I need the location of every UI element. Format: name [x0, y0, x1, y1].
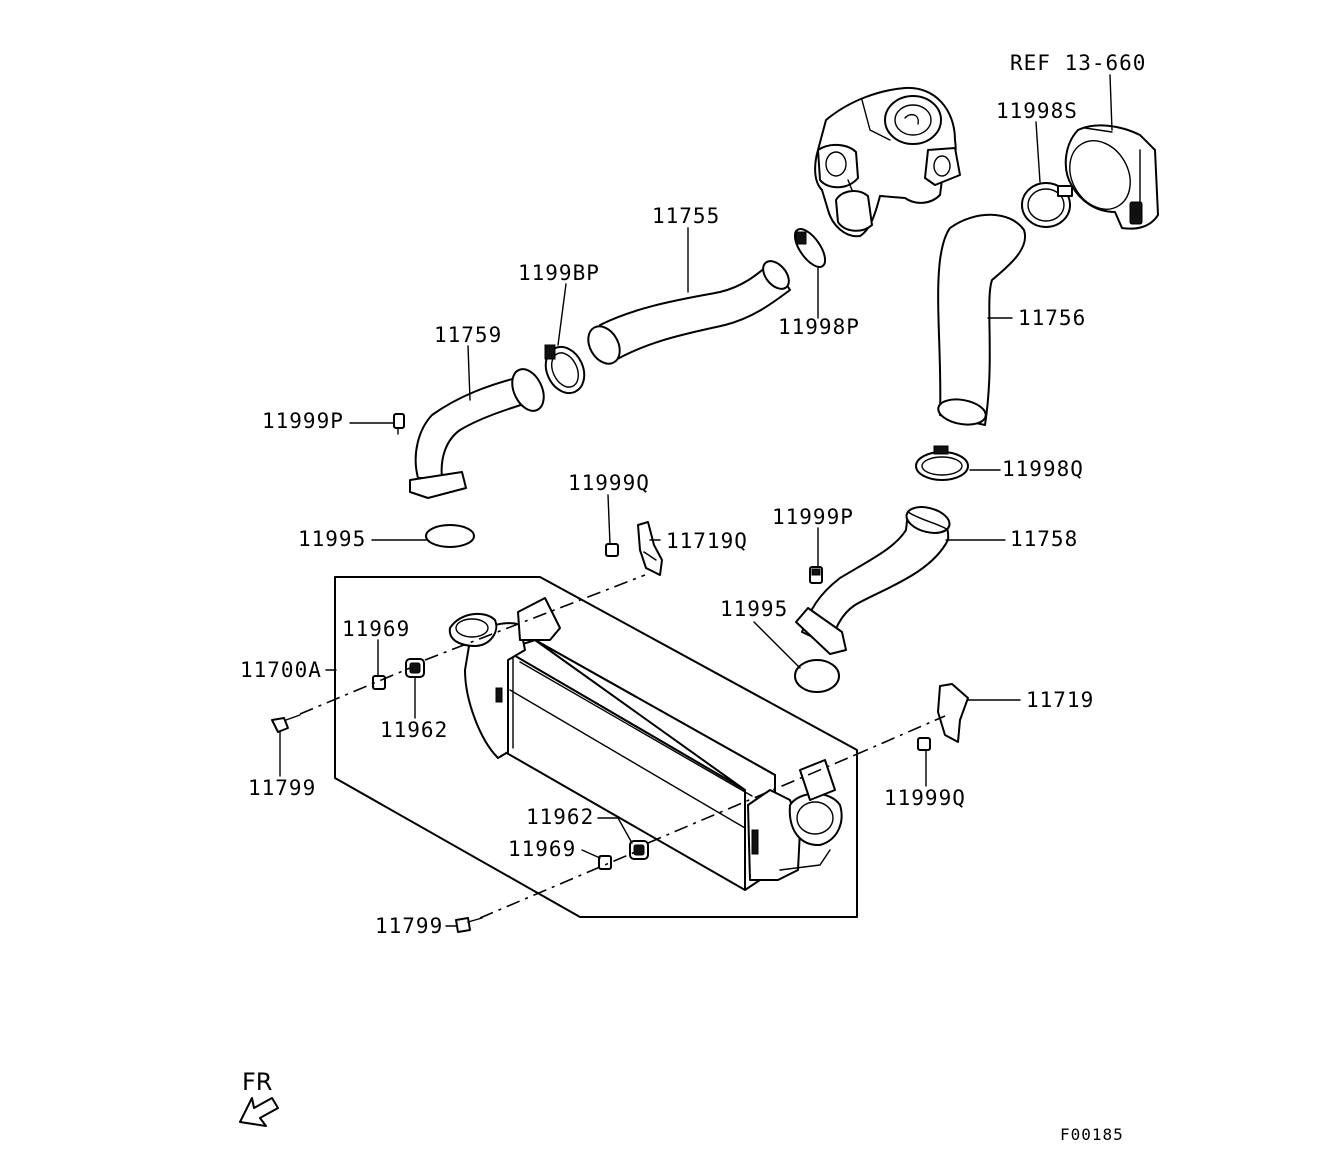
clamp-11998P-right	[793, 228, 827, 268]
bolt-11999Q-bottom	[917, 737, 931, 751]
bracket-11719	[937, 683, 969, 743]
label-11799-left: 11799	[248, 776, 316, 800]
clip-11999P-mid	[809, 566, 823, 584]
leader-lines	[279, 74, 1113, 927]
clamp-11998P-left	[544, 344, 586, 395]
label-front-direction: FR	[242, 1068, 272, 1096]
label-11758: 11758	[1010, 527, 1078, 551]
grommet-11962-top	[405, 658, 425, 678]
intercooler-core	[448, 597, 843, 891]
label-11999Q-bottom: 11999Q	[884, 786, 966, 810]
label-diagram-code: F00185	[1060, 1125, 1124, 1144]
label-11969-bottom: 11969	[508, 837, 576, 861]
front-direction-arrow-icon	[239, 1097, 279, 1127]
pipe-11759	[409, 368, 545, 499]
hose-11755	[587, 260, 791, 365]
turbocharger	[814, 86, 961, 238]
o-ring-11995-right	[794, 659, 840, 693]
clamp-11998S	[1021, 182, 1073, 228]
alignment-line-2	[424, 574, 646, 661]
label-11998P-right: 11998P	[778, 315, 860, 339]
label-ref-13-660: REF 13-660	[1010, 51, 1146, 75]
label-11998S: 11998S	[996, 99, 1078, 123]
bolt-11969-bottom	[598, 855, 612, 870]
label-11756: 11756	[1018, 306, 1086, 330]
label-11998Q: 11998Q	[1002, 457, 1084, 481]
label-11755: 11755	[652, 204, 720, 228]
label-11700A: 11700A	[240, 658, 322, 682]
alignment-line-5	[854, 715, 946, 756]
label-11999P-mid: 11999P	[772, 505, 854, 529]
label-11759: 11759	[434, 323, 502, 347]
bracket-11719Q	[637, 521, 663, 576]
o-ring-11995-left	[425, 524, 475, 548]
bolt-11799-left	[271, 714, 301, 733]
label-11995-left: 11995	[298, 527, 366, 551]
hose-11758	[795, 506, 951, 655]
intercooler-assembly-boundary	[334, 576, 858, 918]
label-11995-right: 11995	[720, 597, 788, 621]
bolt-11799-bottom	[455, 917, 483, 933]
label-11999P-upper: 11999P	[262, 409, 344, 433]
label-11962-bottom: 11962	[526, 805, 594, 829]
label-11998P-left: 1199BP	[518, 261, 600, 285]
label-11969-top: 11969	[342, 617, 410, 641]
throttle-body	[1064, 124, 1159, 230]
label-11719Q: 11719Q	[666, 529, 748, 553]
bolt-11969-top	[372, 675, 386, 690]
bolt-11999Q-top	[605, 543, 619, 557]
clip-11999P-upper	[393, 413, 405, 435]
label-11999Q-top: 11999Q	[568, 471, 650, 495]
alignment-line-1	[299, 667, 411, 715]
alignment-line-4	[647, 754, 856, 844]
hose-11756	[937, 213, 1027, 426]
grommet-11962-bottom	[629, 840, 649, 860]
label-11719: 11719	[1026, 688, 1094, 712]
label-11799-bottom: 11799	[375, 914, 443, 938]
label-11962-top: 11962	[380, 718, 448, 742]
clamp-11998Q	[915, 445, 969, 481]
